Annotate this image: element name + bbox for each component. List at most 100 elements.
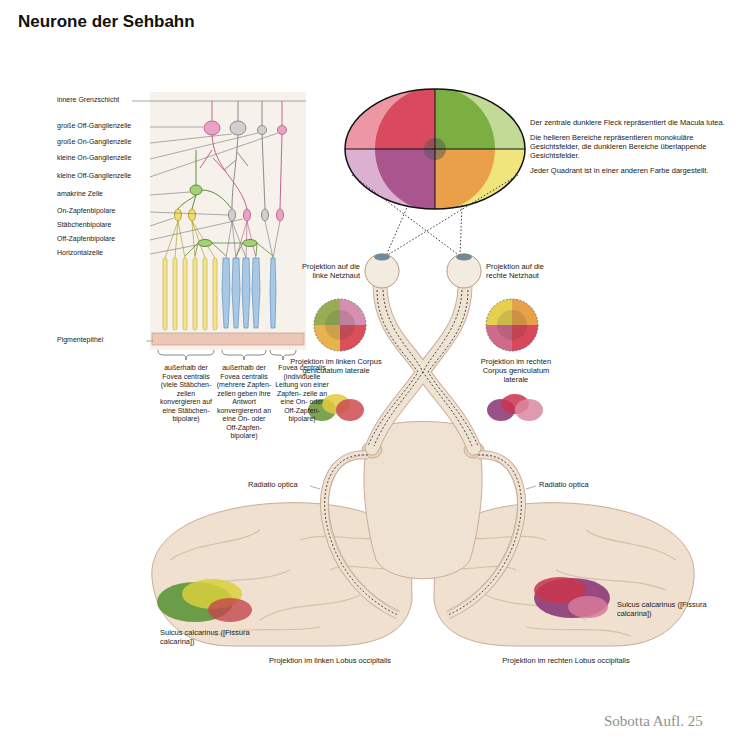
part-label: kleine On-Ganglienzelle: [57, 154, 131, 163]
part-label: Pigmentepithel: [57, 336, 103, 345]
retina-section: [203, 258, 207, 330]
note-text: Die helleren Bereiche repräsentieren mon…: [530, 133, 725, 160]
retina-section: [282, 101, 283, 125]
visual-field: [345, 149, 435, 209]
sight-line: [386, 175, 518, 256]
occipital-lobe: [446, 530, 676, 636]
leader-line: [310, 486, 320, 489]
geniculate-projection: [336, 399, 364, 421]
part-label: Radiatio optica: [248, 480, 298, 489]
retina-projection: [325, 310, 355, 340]
leader-line: [150, 219, 243, 240]
sight-line: [386, 205, 408, 256]
optic-pathway: [368, 290, 478, 446]
leader-line: [146, 127, 536, 489]
caption-note: außerhalb der Fovea centralis (mehrere Z…: [216, 364, 272, 441]
optic-pathway: [380, 287, 423, 372]
optic-pathway: [372, 287, 474, 448]
retina-section: [222, 350, 266, 360]
retina-section: [158, 350, 214, 360]
retina-section: [173, 258, 177, 330]
retina-section: [165, 221, 215, 258]
retina-section: [229, 209, 236, 221]
retina-section: [226, 221, 246, 258]
optic-pathway: [368, 287, 478, 448]
optic-radiation: [325, 455, 398, 615]
visual-field: [345, 89, 435, 149]
retina-section: [244, 209, 251, 221]
part-label: Sulcus calcarinus ([Fissura calcarina]): [617, 600, 707, 618]
retina-section: [280, 134, 282, 209]
eye: [447, 254, 481, 288]
part-label: Horizontalzelle: [57, 249, 103, 258]
leader-line: [150, 133, 278, 177]
visual-field: [345, 89, 525, 209]
geniculate-projection: [308, 394, 543, 421]
retina-projection: [497, 310, 527, 340]
optic-radiation: [448, 455, 521, 615]
projection-label: Projektion im linken Corpus geniculatum …: [290, 357, 382, 375]
retina-section: [213, 258, 217, 330]
projection-label: Projektion im rechten Corpus geniculatum…: [470, 357, 562, 384]
optic-pathway: [383, 290, 472, 446]
retina-section: [265, 221, 280, 258]
retina-section: [163, 258, 217, 330]
leader-line: [146, 341, 153, 342]
part-label: große Off-Ganglienzelle: [57, 122, 131, 131]
optic-radiation: [448, 455, 518, 612]
retina-section: [262, 209, 269, 221]
geniculate-projection: [515, 399, 543, 421]
leader-line: [150, 212, 228, 215]
projection-label: Projektion im rechten Lobus occipitalis: [466, 656, 666, 665]
retina-section: [193, 258, 197, 330]
part-label: kleine Off-Ganglienzelle: [57, 172, 131, 181]
visual-cortex-projection: [157, 577, 610, 622]
visual-field: [345, 89, 525, 209]
retina-section: [236, 221, 256, 258]
optic-pathway: [374, 290, 462, 446]
part-label: amakrine Zelle: [57, 190, 103, 199]
retina-section: [198, 240, 212, 247]
retina-section: [230, 121, 246, 135]
optic-radiation: [448, 455, 521, 615]
retina-section: [243, 240, 257, 247]
retina-section: [158, 350, 296, 360]
projection-label: Projektion im linken Lobus occipitalis: [230, 656, 430, 665]
brainstem: [364, 422, 482, 579]
visual-field: [345, 89, 525, 209]
part-label: Sulcus calcarinus ([Fissura calcarina]): [160, 628, 250, 646]
optic-pathway: [380, 287, 423, 372]
optic-pathway: [372, 287, 474, 448]
leader-line: [526, 486, 536, 489]
retina-projection: [314, 299, 538, 351]
occipital-lobe: [526, 627, 631, 636]
retina-section: [200, 150, 226, 172]
visual-field: [345, 149, 435, 209]
retina-section: [262, 101, 263, 125]
optic-radiation: [325, 455, 398, 615]
retina-section: [224, 152, 248, 170]
retina-projection: [314, 299, 366, 351]
retina-section: [232, 135, 238, 209]
leader-line: [150, 192, 190, 195]
leader-line: [150, 127, 203, 128]
retina-section: [132, 101, 306, 102]
retina-section: [238, 101, 239, 121]
retina-section: [258, 126, 267, 135]
retina-section: [278, 126, 287, 135]
optic-radiation: [328, 455, 398, 612]
sight-line: [352, 175, 518, 256]
projection-label: Projektion auf die linke Netzhaut: [296, 262, 360, 280]
part-label: Radiatio optica: [539, 480, 589, 489]
retina-projection: [486, 299, 538, 351]
eye: [374, 254, 390, 261]
note-text: Jeder Quadrant ist in einer anderen Farb…: [530, 166, 725, 175]
visual-field: [435, 89, 525, 149]
retina-section: [165, 101, 282, 258]
eye: [365, 254, 481, 289]
retina-section: [175, 209, 182, 221]
retina-section: [222, 258, 230, 328]
eye: [456, 254, 472, 261]
